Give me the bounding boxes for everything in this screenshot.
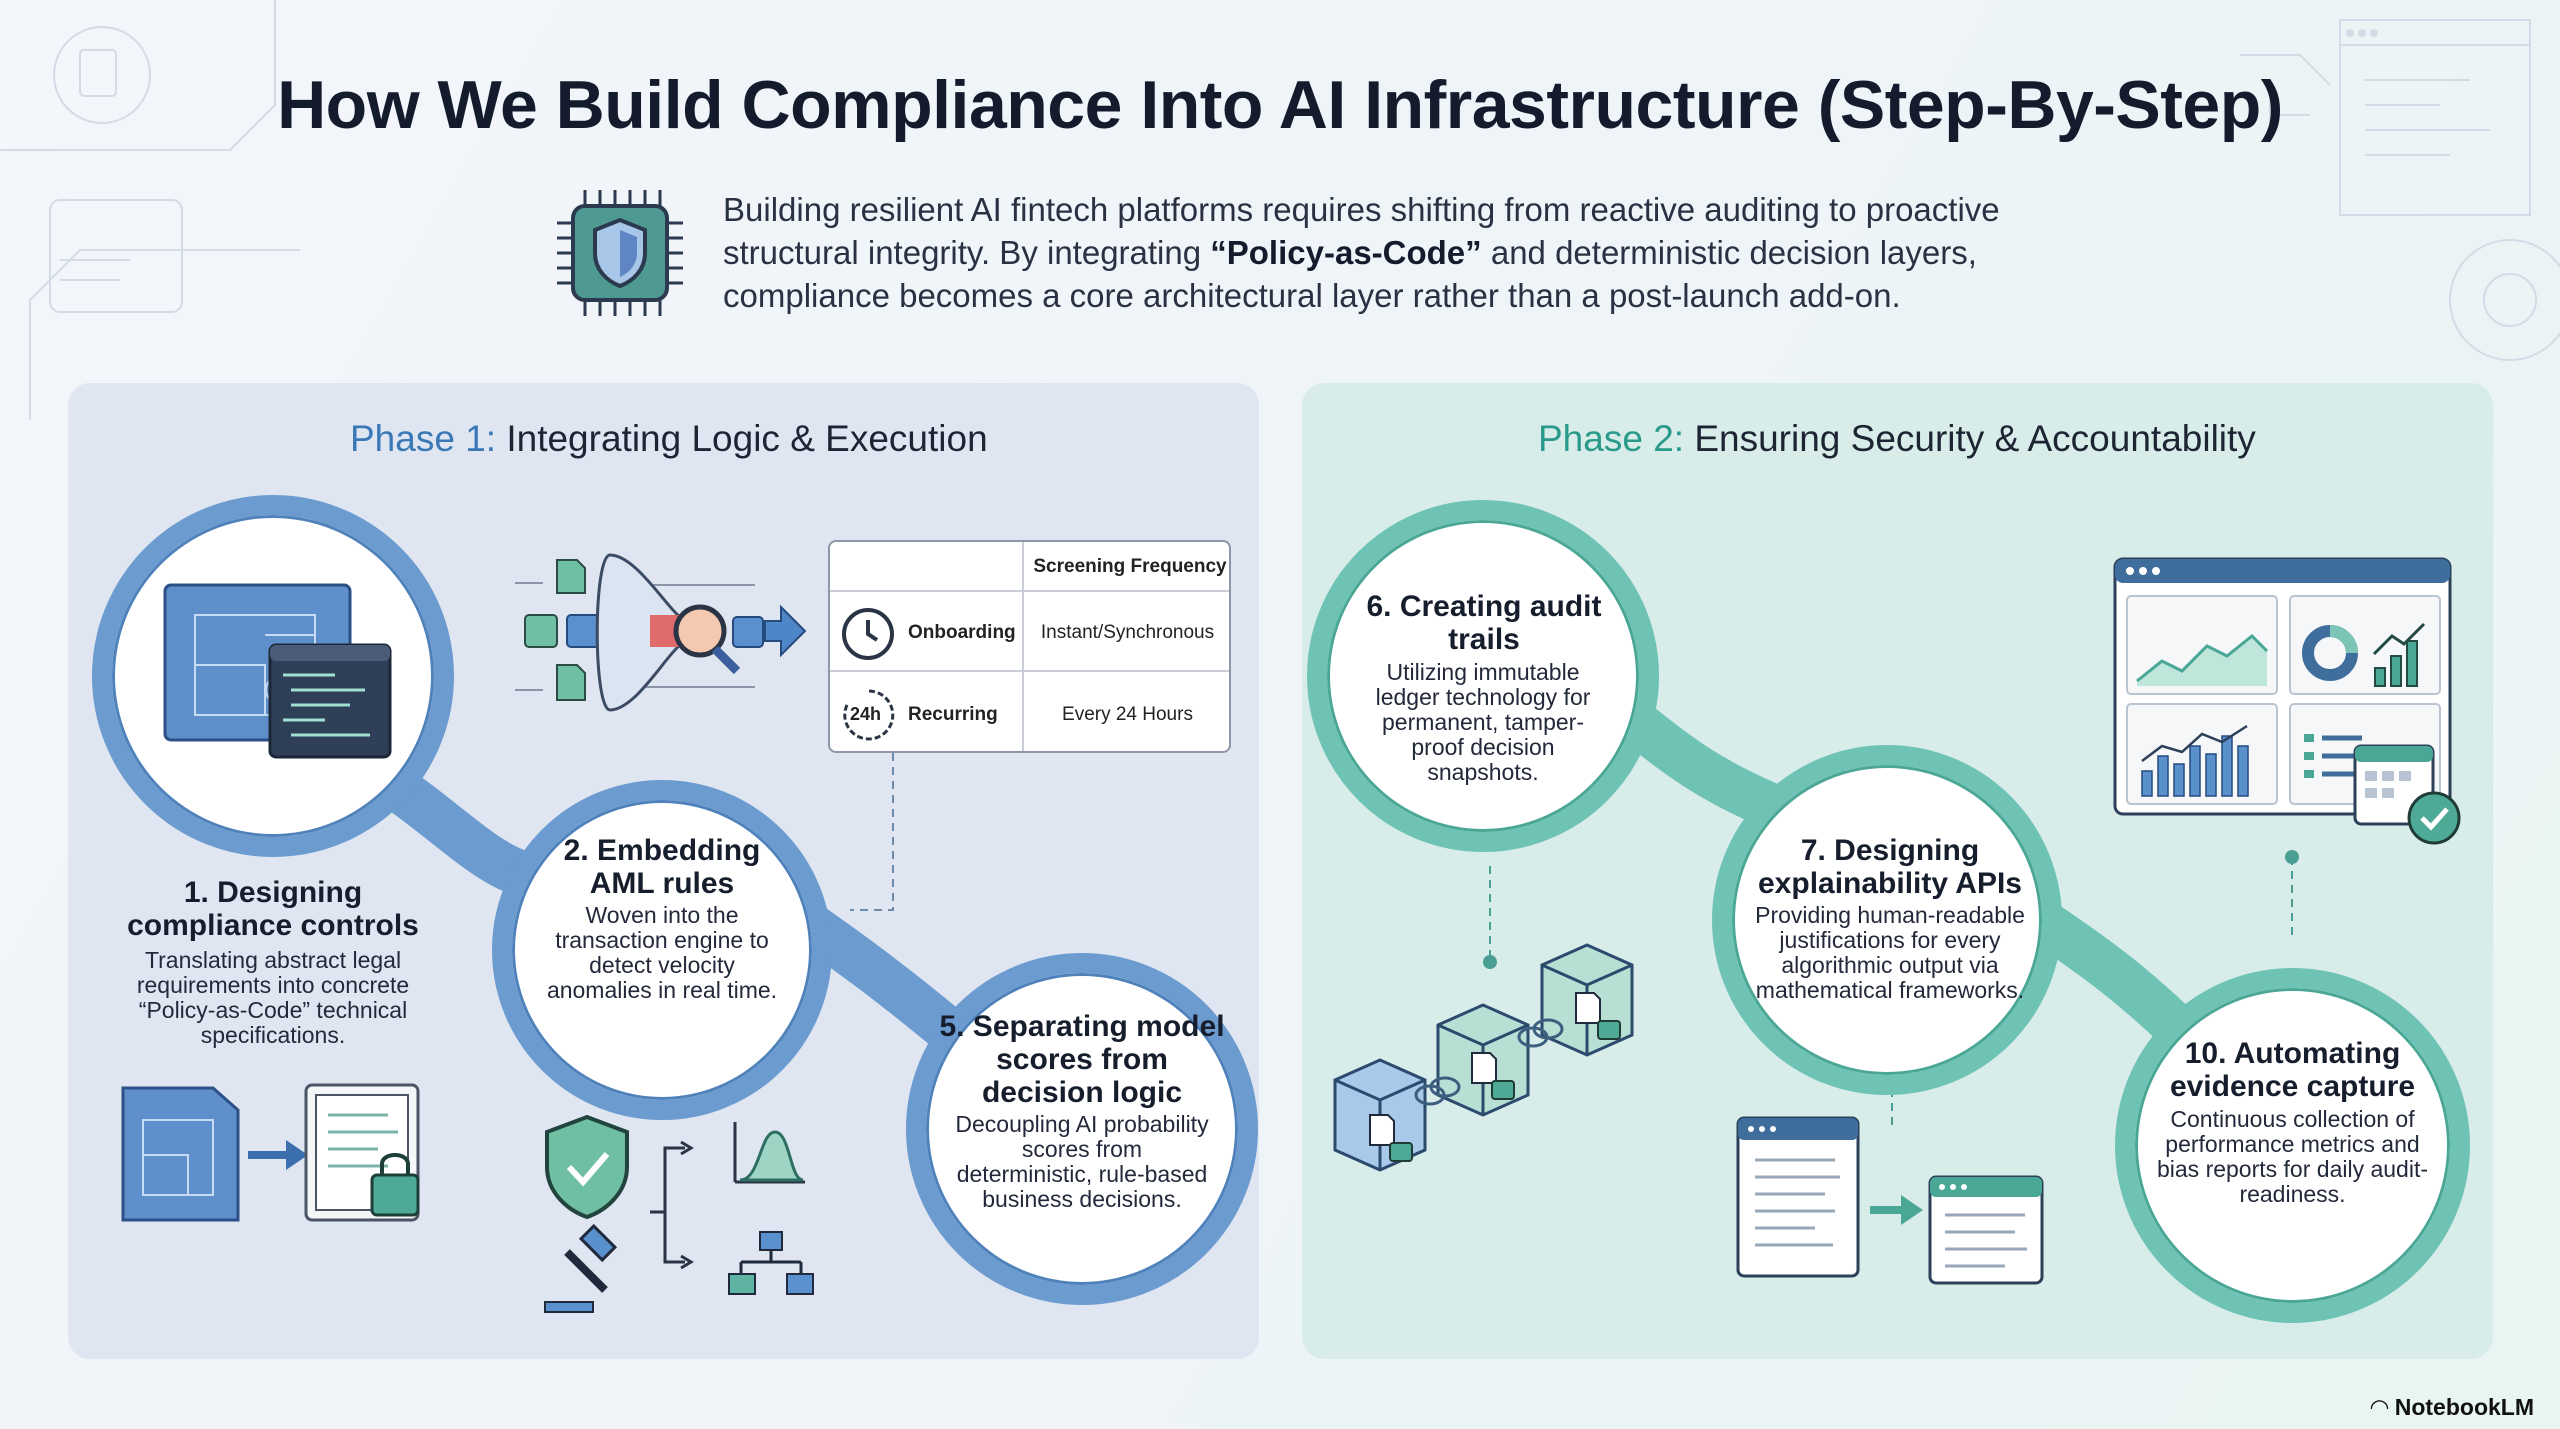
24h-icon-label: 24h <box>850 704 882 724</box>
policy-as-code-emphasis: “Policy-as-Code” <box>1210 234 1482 271</box>
step7-desc: Providing human-readable justifications … <box>1755 902 2025 1003</box>
phase2-heading: Phase 2: Ensuring Security & Accountabil… <box>1538 418 2256 459</box>
table-header: Screening Frequency <box>1033 556 1227 577</box>
table-row-value: Instant/Synchronous <box>1040 622 1215 643</box>
step1-desc: Translating abstract legal requirements … <box>136 947 410 1048</box>
score-decision-split-icon <box>544 1114 814 1313</box>
step6-desc: Utilizing immutable ledger technology fo… <box>1375 659 1591 785</box>
page-title: How We Build Compliance Into AI Infrastr… <box>277 67 2283 143</box>
table-grid <box>830 590 1229 592</box>
clock-icon <box>842 608 894 660</box>
step2-desc: Woven into the transaction engine to det… <box>546 902 778 1003</box>
step5-desc: Decoupling AI probability scores from de… <box>955 1111 1209 1212</box>
step5-title: 5. Separating model scores from decision… <box>939 1010 1225 1109</box>
screening-frequency-table: Screening Frequency Onboarding Instant/S… <box>828 540 1231 753</box>
step2-title: 2. Embedding AML rules <box>563 834 761 900</box>
spec-to-locked-doc-icon <box>121 1083 420 1222</box>
blueprint-code-icon <box>163 583 392 759</box>
shield-chip-icon <box>557 190 683 316</box>
step6-title: 6. Creating audit trails <box>1366 590 1602 656</box>
24h-cycle-icon <box>843 689 895 741</box>
step1-title: 1. Designing compliance controls <box>127 876 419 942</box>
step7-title: 7. Designing explainability APIs <box>1758 834 2022 900</box>
dashboard-icon <box>2113 557 2461 845</box>
table-grid <box>830 670 1229 672</box>
table-row-label: Onboarding <box>908 622 1016 643</box>
ledger-blockchain-icon <box>1333 943 1634 1172</box>
table-row-value: Every 24 Hours <box>1062 704 1193 725</box>
transaction-funnel-icon <box>515 553 807 712</box>
api-documents-icon <box>1736 1116 2044 1285</box>
table-row-label: Recurring <box>908 704 998 725</box>
table-grid <box>1022 542 1024 751</box>
decor-lineart <box>0 0 2560 420</box>
notebooklm-icon: ◠ <box>2370 1394 2395 1420</box>
phase1-heading: Phase 1: Integrating Logic & Execution <box>350 418 988 459</box>
step10-desc: Continuous collection of performance met… <box>2156 1106 2428 1207</box>
step10-title: 10. Automating evidence capture <box>2169 1037 2416 1103</box>
notebooklm-logo: ◠ NotebookLM <box>2370 1394 2534 1420</box>
intro-text: Building resilient AI fintech platforms … <box>723 191 2000 314</box>
